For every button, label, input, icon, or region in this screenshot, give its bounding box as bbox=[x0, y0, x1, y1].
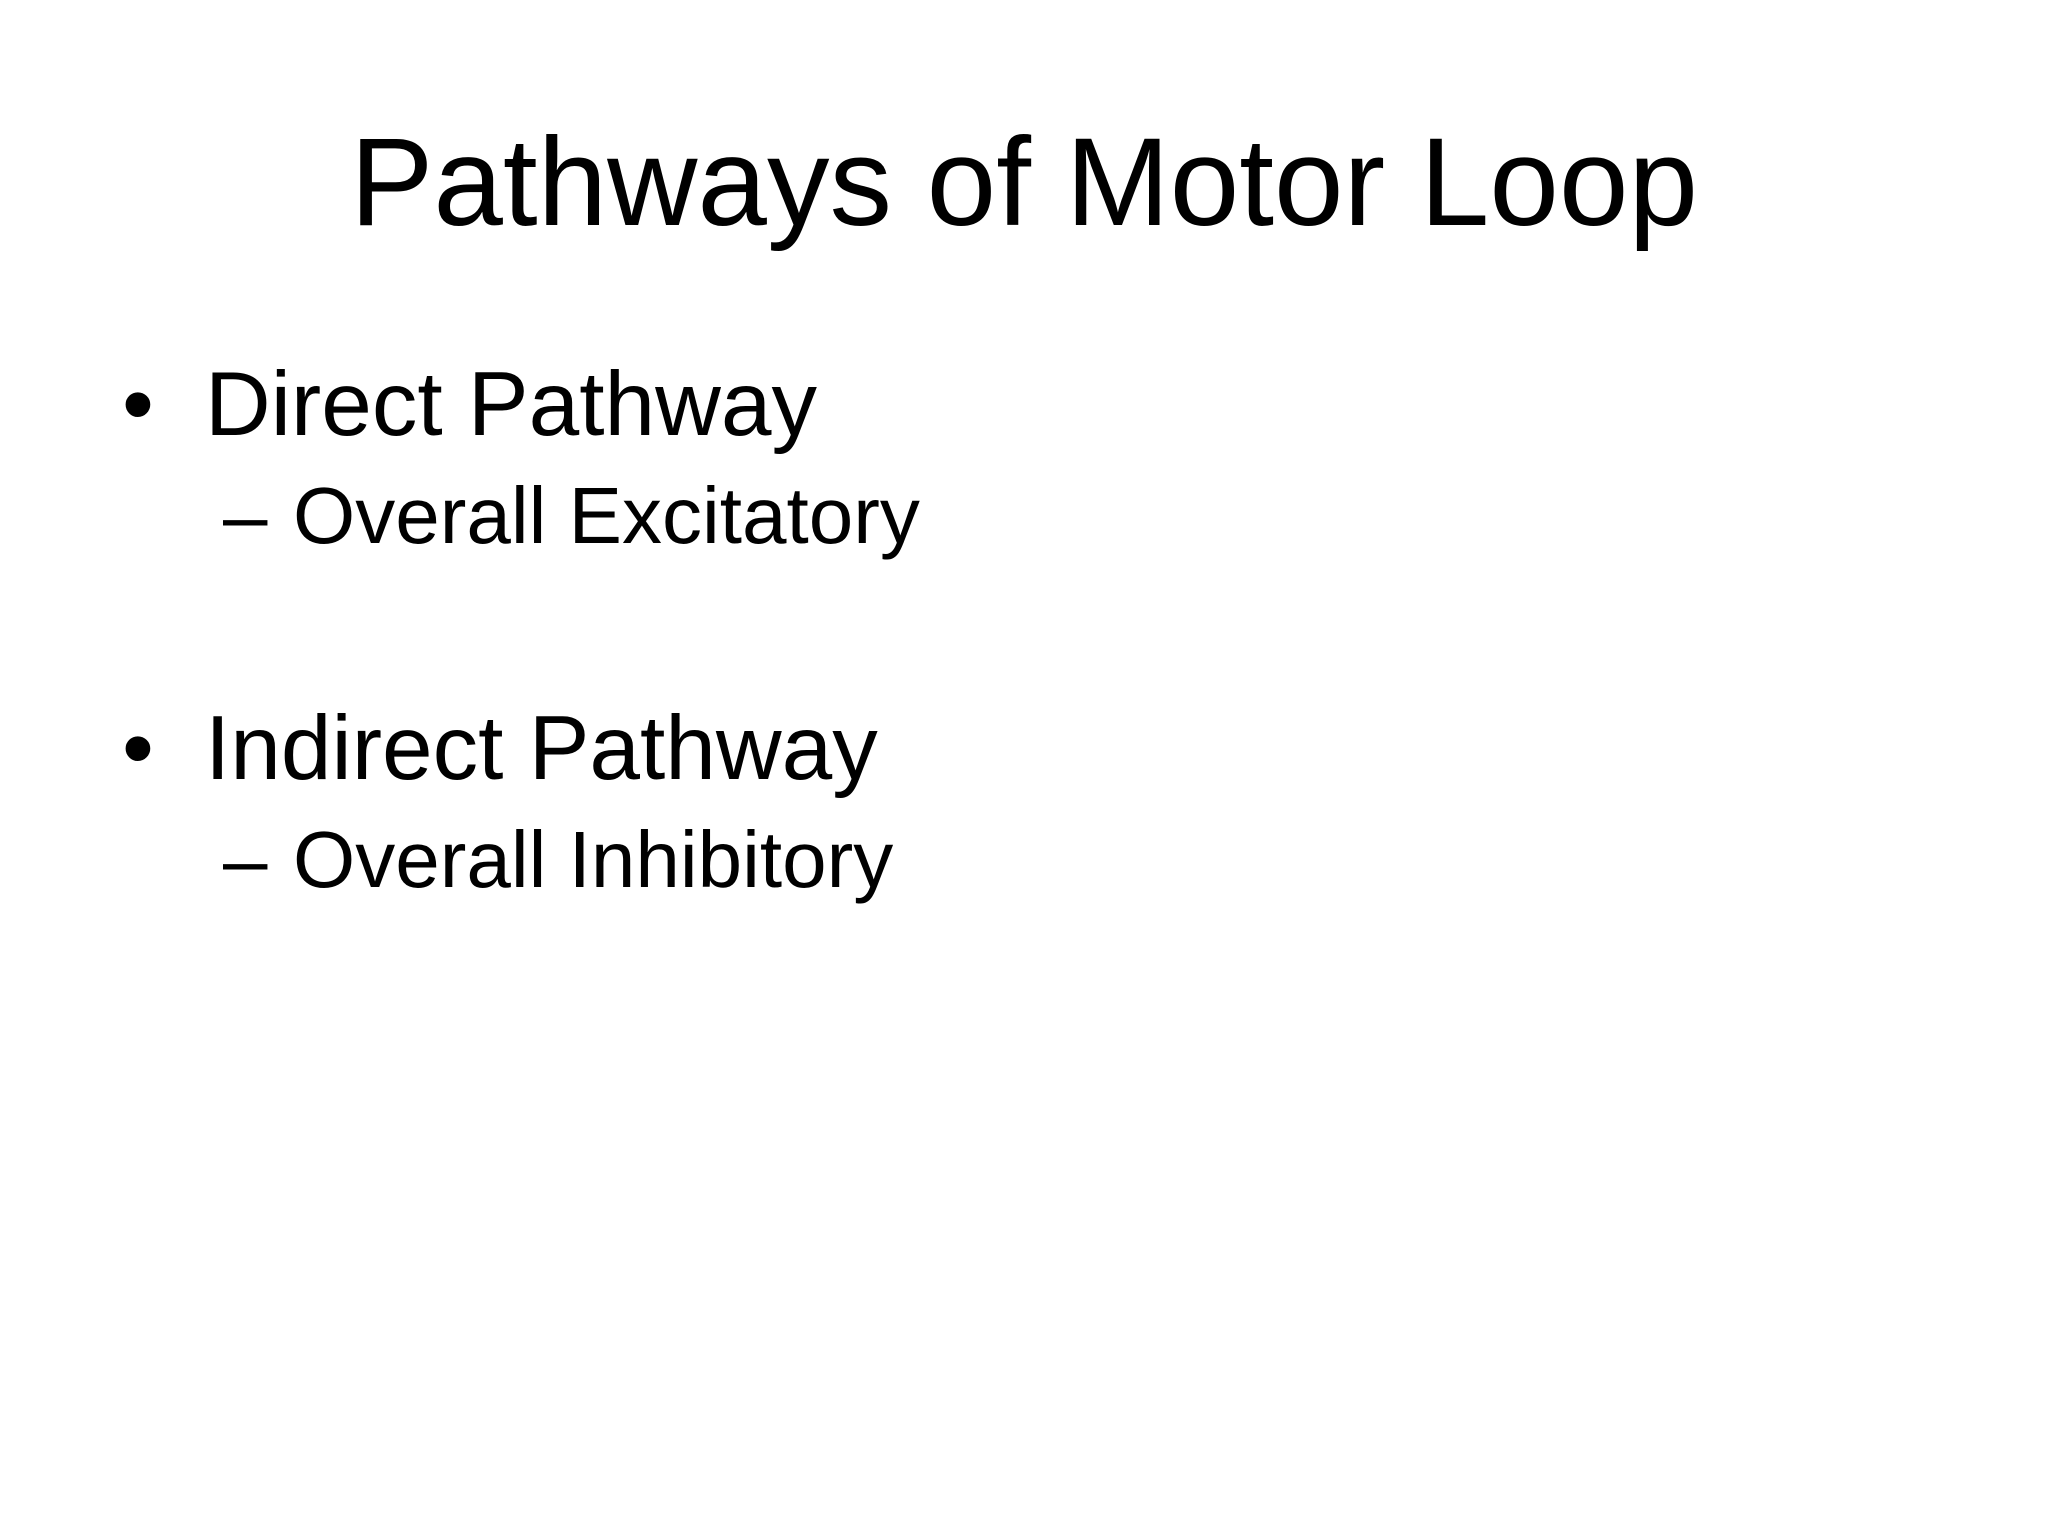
slide-title: Pathways of Motor Loop bbox=[350, 113, 1698, 252]
bullet-label-indirect-pathway: Indirect Pathway bbox=[205, 698, 878, 799]
dash-bullet-icon: – bbox=[223, 471, 268, 560]
dash-bullet-icon: – bbox=[223, 815, 268, 904]
bullet-item-indirect-pathway: • Indirect Pathway bbox=[122, 694, 878, 803]
bullet-item-direct-pathway: • Direct Pathway bbox=[122, 350, 817, 459]
sub-bullet-overall-excitatory: – Overall Excitatory bbox=[223, 468, 920, 564]
sub-bullet-label-overall-inhibitory: Overall Inhibitory bbox=[293, 815, 894, 904]
sub-bullet-label-overall-excitatory: Overall Excitatory bbox=[293, 471, 920, 560]
bullet-dot-icon: • bbox=[122, 698, 154, 799]
bullet-dot-icon: • bbox=[122, 354, 154, 455]
bullet-label-direct-pathway: Direct Pathway bbox=[205, 354, 817, 455]
sub-bullet-overall-inhibitory: – Overall Inhibitory bbox=[223, 812, 893, 908]
